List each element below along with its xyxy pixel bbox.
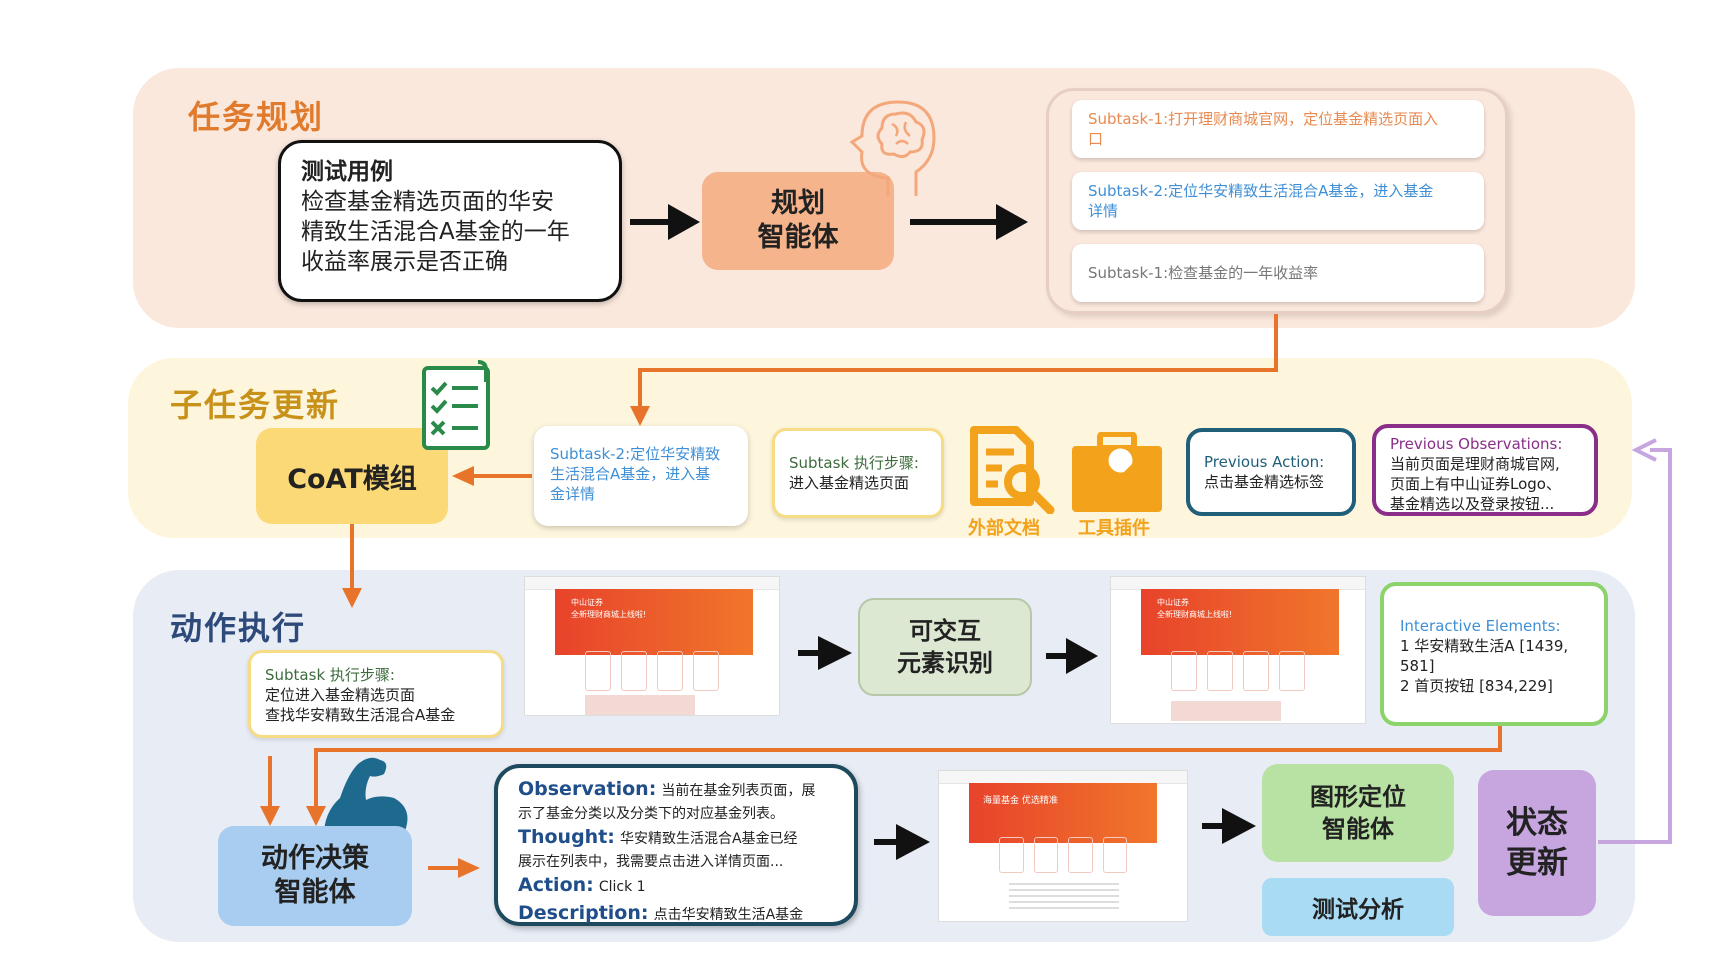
observation-text: 当前在基金列表页面，展 xyxy=(661,783,816,799)
execution-section-title: 动作执行 xyxy=(170,609,307,647)
test-case-line: 精致生活混合A基金的一年 xyxy=(301,219,570,245)
interactive-elements-text: 1 华安精致生活A [1439, xyxy=(1400,637,1569,655)
previous-observations-text: 页面上有中山证券Logo、 xyxy=(1390,475,1561,493)
previous-action-label: Previous Action: xyxy=(1204,453,1325,471)
test-analysis-box: 测试分析 xyxy=(1262,878,1454,936)
document-search-icon xyxy=(970,426,1055,514)
interactive-elements-text: 2 首页按钮 [834,229] xyxy=(1400,677,1553,695)
brain-head-icon xyxy=(849,100,936,196)
subtask-steps-label: Subtask 执行步骤: xyxy=(789,454,919,472)
observation-text: 示了基金分类以及分类下的对应基金列表。 xyxy=(518,806,784,822)
subtask-text: 详情 xyxy=(1088,202,1119,220)
grounding-agent-line1: 图形定位 xyxy=(1310,783,1406,811)
subtask-item: Subtask-1:检查基金的一年收益率 xyxy=(1072,244,1484,302)
interactive-elements-label: Interactive Elements: xyxy=(1400,617,1561,635)
previous-observations-text: 基金精选以及登录按钮... xyxy=(1390,495,1555,513)
coat-module-label: CoAT模组 xyxy=(287,463,417,495)
fund-list-screenshot: 海量基金 优选精准 xyxy=(938,770,1188,922)
subtask-steps-box: Subtask 执行步骤: 进入基金精选页面 xyxy=(772,428,944,518)
planning-agent-line1: 规划 xyxy=(771,188,825,219)
subtask-text: 口 xyxy=(1088,130,1104,148)
observation-label: Observation: xyxy=(518,778,657,800)
screenshot-banner-text: 中山证券 xyxy=(1157,598,1189,607)
state-update-box: 状态 更新 xyxy=(1478,770,1596,916)
interactive-elements-box: Interactive Elements: 1 华安精致生活A [1439, 5… xyxy=(1380,582,1608,726)
exec-steps-text: 查找华安精致生活混合A基金 xyxy=(265,706,456,724)
current-subtask-box: Subtask-2:定位华安精致 生活混合A基金，进入基 金详情 xyxy=(534,426,748,526)
planning-section-title: 任务规划 xyxy=(188,98,325,136)
subtask-update-section-title: 子任务更新 xyxy=(170,386,341,424)
state-update-line1: 状态 xyxy=(1506,805,1568,841)
current-subtask-text: 金详情 xyxy=(550,485,596,503)
subtask-text: Subtask-1:打开理财商城官网，定位基金精选页面入 xyxy=(1088,110,1439,128)
subtask-text: Subtask-2:定位华安精致生活混合A基金，进入基金 xyxy=(1088,182,1434,200)
grounding-agent-line2: 智能体 xyxy=(1322,815,1394,843)
action-agent-line2: 智能体 xyxy=(274,877,356,908)
thought-label: Thought: xyxy=(518,826,615,848)
exec-steps-label: Subtask 执行步骤: xyxy=(265,666,395,684)
subtask-text: Subtask-1:检查基金的一年收益率 xyxy=(1088,264,1319,282)
previous-observations-text: 当前页面是理财商城官网, xyxy=(1390,455,1560,473)
annotated-webpage-screenshot: 中山证券 全新理财商城上线啦! xyxy=(1110,576,1366,724)
previous-action-value: 点击基金精选标签 xyxy=(1204,473,1325,491)
thought-text: 展示在列表中，我需要点击进入详情页面... xyxy=(518,854,784,870)
subtask-item: Subtask-2:定位华安精致生活混合A基金，进入基金 详情 xyxy=(1072,172,1484,230)
previous-action-box: Previous Action: 点击基金精选标签 xyxy=(1186,428,1356,516)
reasoning-box: Observation: 当前在基金列表页面，展 示了基金分类以及分类下的对应基… xyxy=(494,764,858,926)
action-label: Action: xyxy=(518,874,594,896)
test-case-line: 检查基金精选页面的华安 xyxy=(301,189,554,215)
coat-module: CoAT模组 xyxy=(256,428,448,524)
element-recognition-box: 可交互 元素识别 xyxy=(858,598,1032,696)
test-analysis-label: 测试分析 xyxy=(1312,897,1404,923)
element-recognition-line1: 可交互 xyxy=(909,617,981,645)
checklist-clipboard-icon xyxy=(422,360,490,450)
test-case-line: 收益率展示是否正确 xyxy=(301,249,508,275)
screenshot-banner-text: 全新理财商城上线啦! xyxy=(571,610,647,619)
current-subtask-text: 生活混合A基金，进入基 xyxy=(550,465,711,483)
action-agent-line1: 动作决策 xyxy=(261,843,369,874)
screenshot-banner-text: 海量基金 优选精准 xyxy=(983,796,1058,806)
planning-agent: 规划 智能体 xyxy=(702,172,894,270)
previous-observations-label: Previous Observations: xyxy=(1390,435,1563,453)
action-decision-agent: 动作决策 智能体 xyxy=(218,826,412,926)
screenshot-banner-text: 全新理财商城上线啦! xyxy=(1157,610,1233,619)
exec-steps-box: Subtask 执行步骤: 定位进入基金精选页面 查找华安精致生活混合A基金 xyxy=(248,650,504,738)
current-subtask-text: Subtask-2:定位华安精致 xyxy=(550,445,721,463)
test-case-box: 测试用例 检查基金精选页面的华安 精致生活混合A基金的一年 收益率展示是否正确 xyxy=(278,140,622,302)
toolbox-wrench-icon xyxy=(1072,432,1162,512)
planning-agent-line2: 智能体 xyxy=(757,222,839,253)
description-label: Description: xyxy=(518,902,649,924)
previous-observations-box: Previous Observations: 当前页面是理财商城官网, 页面上有… xyxy=(1372,424,1598,516)
subtask-item: Subtask-1:打开理财商城官网，定位基金精选页面入 口 xyxy=(1072,100,1484,158)
test-case-title: 测试用例 xyxy=(301,159,393,185)
description-text: 点击华安精致生活A基金 xyxy=(653,907,804,923)
exec-steps-text: 定位进入基金精选页面 xyxy=(265,686,416,704)
action-text: Click 1 xyxy=(598,879,646,895)
tool-plugins-label: 工具插件 xyxy=(1078,518,1150,539)
webpage-screenshot: 中山证券 全新理财商城上线啦! xyxy=(524,576,780,716)
interactive-elements-text: 581] xyxy=(1400,657,1435,675)
element-recognition-line2: 元素识别 xyxy=(897,649,993,677)
state-update-line2: 更新 xyxy=(1506,845,1568,881)
screenshot-banner-text: 中山证券 xyxy=(571,598,603,607)
subtask-steps-text: 进入基金精选页面 xyxy=(789,474,910,492)
thought-text: 华安精致生活混合A基金已经 xyxy=(619,831,798,847)
external-docs-label: 外部文档 xyxy=(968,518,1040,539)
grounding-agent: 图形定位 智能体 xyxy=(1262,764,1454,862)
